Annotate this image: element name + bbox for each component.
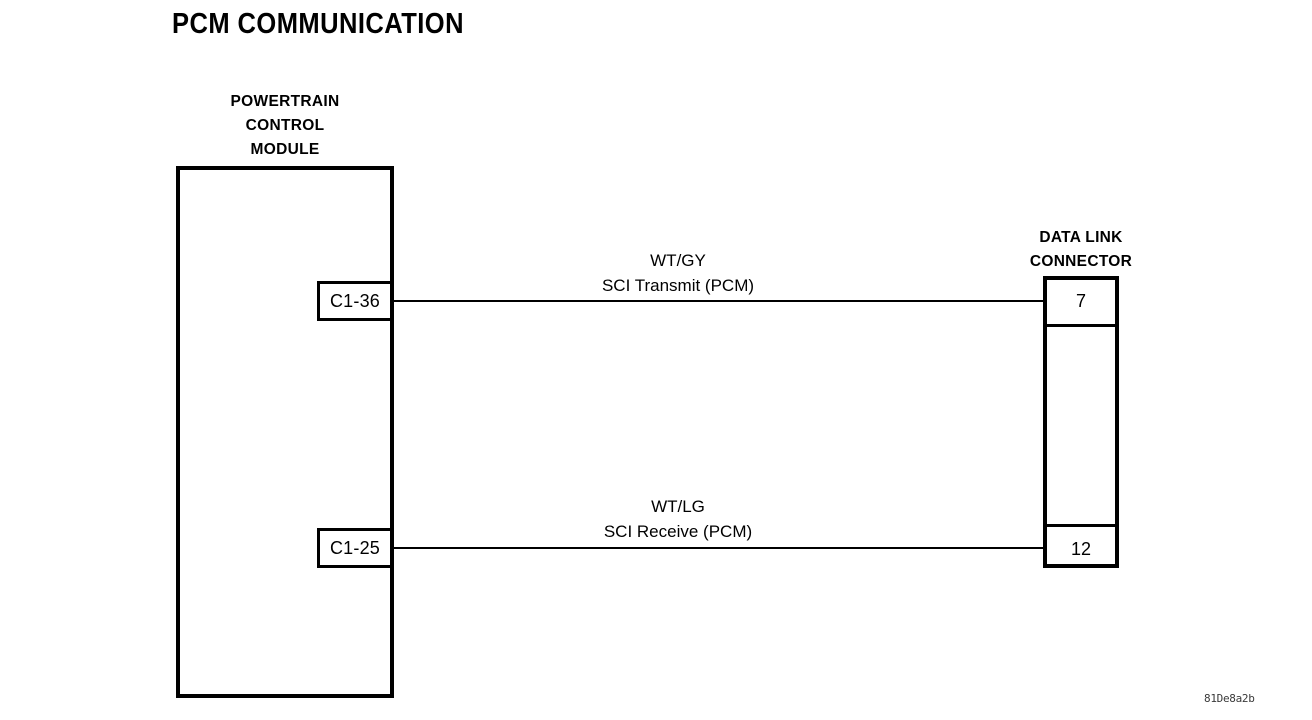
dlc-pin-12[interactable]: 12 [1043, 540, 1119, 558]
wire-sci-transmit [394, 300, 1045, 302]
pcm-pin-c1-25[interactable]: C1-25 [317, 528, 393, 568]
dlc-pin-12-label: 12 [1070, 539, 1092, 559]
wire-sci-receive [394, 547, 1045, 549]
page-title: PCM COMMUNICATION [172, 8, 464, 40]
dlc-pin-7[interactable]: 7 [1043, 292, 1119, 310]
pcm-caption-line-3: MODULE [250, 141, 320, 158]
figure-code: 81De8a2b [1204, 692, 1255, 705]
pcm-module-box [176, 166, 394, 698]
dlc-pin-7-label: 7 [1075, 291, 1086, 311]
wire-signal-sci-transmit: SCI Transmit (PCM) [601, 276, 755, 295]
pcm-pin-c1-36-label: C1-36 [329, 291, 381, 311]
wire-color-sci-transmit: WT/GY [650, 251, 706, 270]
dlc-caption-line-1: DATA LINK [1039, 229, 1123, 246]
pcm-pin-c1-25-label: C1-25 [329, 538, 381, 558]
pcm-caption-line-2: CONTROL [245, 117, 325, 134]
wire-label-sci-receive: WT/LG SCI Receive (PCM) [478, 494, 878, 544]
wire-signal-sci-receive: SCI Receive (PCM) [603, 522, 753, 541]
dlc-cell-divider-bottom [1043, 524, 1119, 527]
data-link-connector-caption: DATA LINK CONNECTOR [981, 226, 1181, 274]
wire-label-sci-transmit: WT/GY SCI Transmit (PCM) [478, 248, 878, 298]
dlc-cell-divider-top [1043, 324, 1119, 327]
pcm-caption-line-1: POWERTRAIN [230, 93, 340, 110]
pcm-caption: POWERTRAIN CONTROL MODULE [176, 90, 394, 162]
wire-color-sci-receive: WT/LG [651, 497, 705, 516]
pcm-pin-c1-36[interactable]: C1-36 [317, 281, 393, 321]
dlc-caption-line-2: CONNECTOR [1029, 253, 1133, 270]
